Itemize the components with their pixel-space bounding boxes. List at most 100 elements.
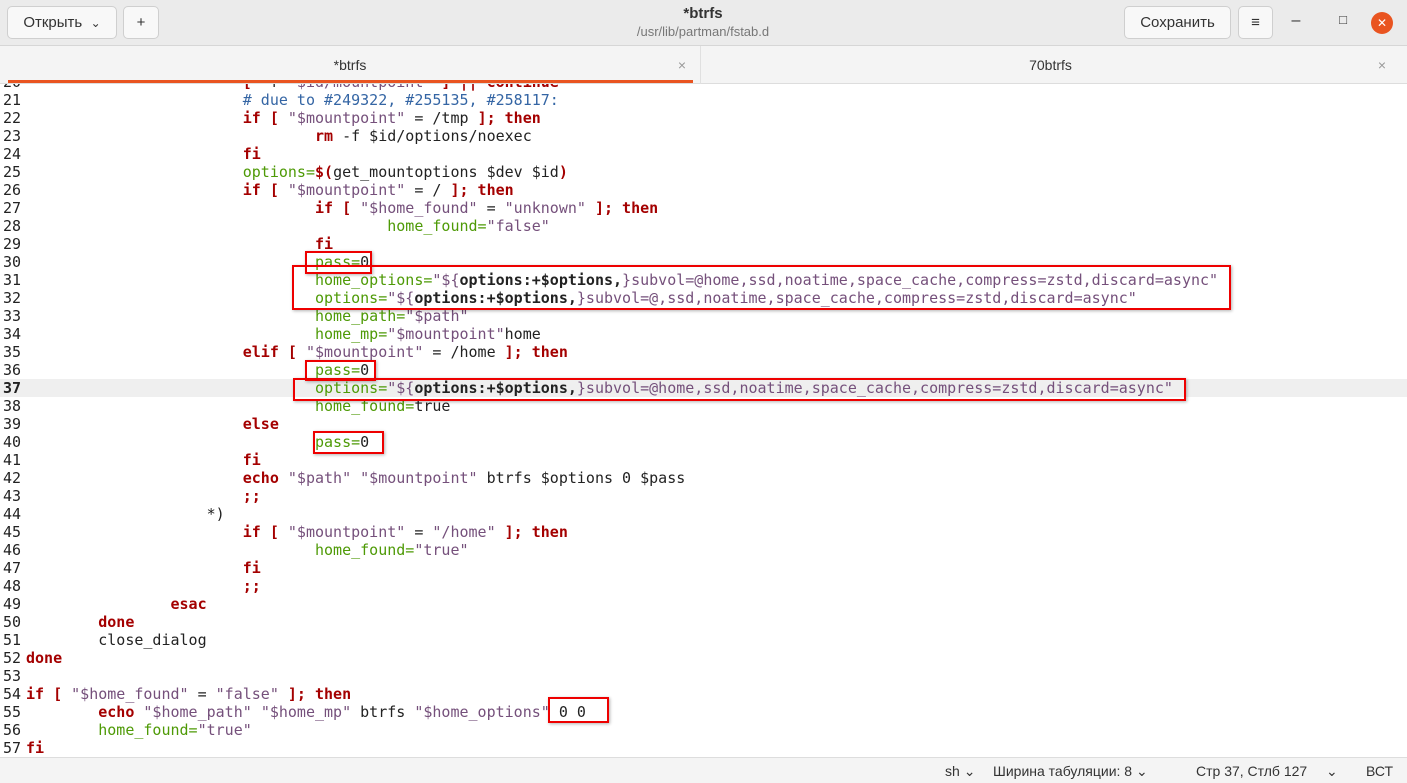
code-line[interactable]: 40 pass=0 <box>0 433 1407 451</box>
new-tab-button[interactable]: + <box>123 6 159 39</box>
code-token <box>26 84 243 91</box>
code-line[interactable]: 53 <box>0 667 1407 685</box>
code-line[interactable]: 51 close_dialog <box>0 631 1407 649</box>
code-token: home_found= <box>98 721 198 739</box>
code-line[interactable]: 26 if [ "$mountpoint" = / ]; then <box>0 181 1407 199</box>
tab-btrfs[interactable]: *btrfs× <box>0 46 700 84</box>
line-number: 52 <box>3 649 22 667</box>
code-token: if [ <box>242 181 288 199</box>
code-line[interactable]: 23 rm -f $id/options/noexec <box>0 127 1407 145</box>
code-line[interactable]: 33 home_path="$path" <box>0 307 1407 325</box>
code-editor[interactable]: 20 [ -f "$id/mountpoint" ] || continue21… <box>0 84 1407 757</box>
code-token: options:+$options, <box>459 271 623 289</box>
code-line[interactable]: 50 done <box>0 613 1407 631</box>
code-text: if [ "$mountpoint" = "/home" ]; then <box>26 523 568 541</box>
code-line[interactable]: 39 else <box>0 415 1407 433</box>
code-line[interactable]: 49 esac <box>0 595 1407 613</box>
code-line[interactable]: 31 home_options="${options:+$options,}su… <box>0 271 1407 289</box>
code-token <box>26 163 243 181</box>
code-line[interactable]: 36 pass=0 <box>0 361 1407 379</box>
code-token <box>26 433 315 451</box>
code-text: home_path="$path" <box>26 307 469 325</box>
code-line[interactable]: 48 ;; <box>0 577 1407 595</box>
chevron-down-icon: ⌄ <box>963 763 976 779</box>
code-token: "$mountpoint" <box>287 109 406 127</box>
code-token: if [ <box>26 685 72 703</box>
line-number: 34 <box>3 325 22 343</box>
line-number: 31 <box>3 271 22 289</box>
code-line[interactable]: 22 if [ "$mountpoint" = /tmp ]; then <box>0 109 1407 127</box>
code-token: "true" <box>414 541 469 559</box>
maximize-button[interactable]: □ <box>1332 12 1354 27</box>
code-line[interactable]: 32 options="${options:+$options,}subvol=… <box>0 289 1407 307</box>
menu-button[interactable]: ≡ <box>1238 6 1273 39</box>
cursor-position[interactable]: Стр 37, Стлб 127 <box>1196 763 1308 779</box>
open-button[interactable]: Открыть ⌄ <box>7 6 117 39</box>
code-line[interactable]: 21 # due to #249322, #255135, #258117: <box>0 91 1407 109</box>
minimize-icon: – <box>1291 12 1301 29</box>
code-token: "$home_path" <box>143 703 252 721</box>
code-token <box>26 559 243 577</box>
close-tab-icon[interactable]: × <box>1377 57 1386 73</box>
code-token: "$id/mountpoint" <box>288 84 433 91</box>
chevron-down-icon[interactable]: ⌄ <box>1326 763 1338 779</box>
code-line[interactable]: 37 options="${options:+$options,}subvol=… <box>0 379 1407 397</box>
code-token: "false" <box>215 685 279 703</box>
code-line[interactable]: 27 if [ "$home_found" = "unknown" ]; the… <box>0 199 1407 217</box>
chevron-down-icon: ⌄ <box>1135 763 1148 779</box>
code-text: fi <box>26 451 261 469</box>
code-token: $( <box>315 163 334 181</box>
code-line[interactable]: 43 ;; <box>0 487 1407 505</box>
code-line[interactable]: 46 home_found="true" <box>0 541 1407 559</box>
save-button[interactable]: Сохранить <box>1124 6 1231 39</box>
minimize-button[interactable]: – <box>1285 12 1307 30</box>
code-token: "$home_found" <box>360 199 478 217</box>
language-selector[interactable]: sh ⌄ <box>945 763 975 780</box>
close-window-button[interactable]: ✕ <box>1371 12 1393 34</box>
code-token <box>279 469 288 487</box>
code-token: *) <box>26 505 225 523</box>
code-line[interactable]: 47 fi <box>0 559 1407 577</box>
code-line[interactable]: 41 fi <box>0 451 1407 469</box>
line-number: 51 <box>3 631 22 649</box>
code-token: -f $id/options/noexec <box>333 127 532 145</box>
code-line[interactable]: 45 if [ "$mountpoint" = "/home" ]; then <box>0 523 1407 541</box>
code-line[interactable]: 35 elif [ "$mountpoint" = /home ]; then <box>0 343 1407 361</box>
close-tab-icon[interactable]: × <box>677 57 686 73</box>
code-token <box>26 469 243 487</box>
code-text: home_mp="$mountpoint"home <box>26 325 541 343</box>
tab-width-selector[interactable]: Ширина табуляции: 8 ⌄ <box>993 763 1148 780</box>
code-line[interactable]: 42 echo "$path" "$mountpoint" btrfs $opt… <box>0 469 1407 487</box>
code-text: fi <box>26 235 333 253</box>
code-token <box>26 109 243 127</box>
code-line[interactable]: 34 home_mp="$mountpoint"home <box>0 325 1407 343</box>
code-token: "$mountpoint" <box>387 325 505 343</box>
code-line[interactable]: 44 *) <box>0 505 1407 523</box>
code-text: done <box>26 649 62 667</box>
code-text: [ -f "$id/mountpoint" ] || continue <box>26 84 559 91</box>
code-line[interactable]: 55 echo "$home_path" "$home_mp" btrfs "$… <box>0 703 1407 721</box>
code-token: options= <box>242 163 315 181</box>
code-text: fi <box>26 739 44 757</box>
highlight-box <box>305 360 376 381</box>
code-line[interactable]: 20 [ -f "$id/mountpoint" ] || continue <box>0 84 1407 91</box>
code-token: "$mountpoint" <box>287 181 406 199</box>
code-token: ]; then <box>477 109 541 127</box>
insert-mode[interactable]: ВСТ <box>1366 763 1394 779</box>
code-line[interactable]: 29 fi <box>0 235 1407 253</box>
code-line[interactable]: 28 home_found="false" <box>0 217 1407 235</box>
line-number: 21 <box>3 91 22 109</box>
tab-70btrfs[interactable]: 70btrfs× <box>700 46 1400 84</box>
code-line[interactable]: 56 home_found="true" <box>0 721 1407 739</box>
code-token: home_found= <box>314 397 415 415</box>
code-line[interactable]: 25 options=$(get_mountoptions $dev $id) <box>0 163 1407 181</box>
code-line[interactable]: 38 home_found=true <box>0 397 1407 415</box>
code-token: "$mountpoint" <box>305 343 424 361</box>
code-line[interactable]: 24 fi <box>0 145 1407 163</box>
line-number: 48 <box>3 577 22 595</box>
code-token: done <box>98 613 135 631</box>
code-token: "$mountpoint" <box>287 523 406 541</box>
